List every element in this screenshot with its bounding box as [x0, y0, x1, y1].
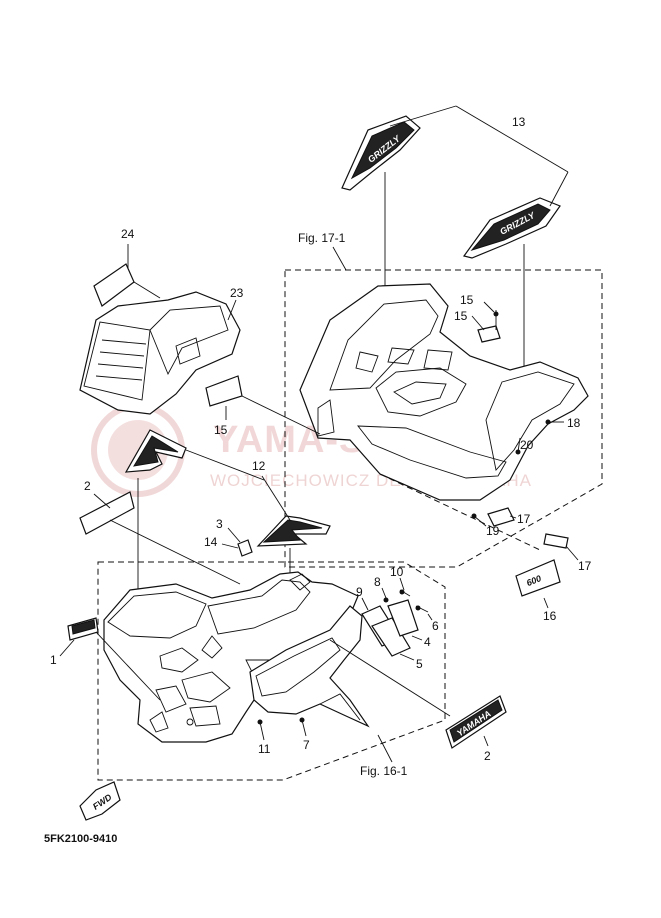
- decal-15-rear: 600: [515, 559, 561, 597]
- leader-1-to-fender: [95, 631, 161, 701]
- leader-2-right: [483, 735, 489, 747]
- callout-21: 19: [486, 524, 500, 538]
- callout-1: 1: [50, 653, 57, 667]
- callout-14: 13: [512, 115, 526, 129]
- callout-24: 24: [121, 227, 135, 241]
- callout-12: 12: [252, 459, 266, 473]
- callout-23: 23: [230, 286, 244, 300]
- decal-14-left: GRIZZLY: [341, 115, 421, 191]
- decal-2-left: [79, 491, 135, 535]
- callout-5: 5: [416, 657, 423, 671]
- fig-17-1-leader: [332, 246, 347, 271]
- front-fender: [103, 571, 359, 743]
- leader-chevron-to-12: [185, 449, 265, 481]
- leader-14-c: [549, 171, 569, 207]
- rear-fender: [299, 283, 589, 501]
- callout-22: 20: [520, 438, 534, 452]
- leader-2-to-fender: [109, 519, 241, 585]
- callout-16: 15: [454, 309, 468, 323]
- callout-9: 9: [356, 585, 363, 599]
- decal-14-right: GRIZZLY: [462, 197, 561, 259]
- callout-3: 3: [216, 517, 223, 531]
- decal-2-right-yamaha: YAMAHA: [445, 695, 507, 749]
- callout-18: 18: [567, 416, 581, 430]
- decal-15-left: [205, 375, 243, 407]
- decal-16: [477, 325, 501, 343]
- leader-7: [301, 719, 307, 737]
- callout-2-right: 2: [484, 749, 491, 763]
- leader-19: [565, 545, 579, 561]
- leader-6: [427, 613, 433, 621]
- decal-19: [543, 533, 569, 549]
- bolt-10-head: [399, 589, 405, 595]
- leader-3: [227, 527, 241, 543]
- leader-5: [399, 653, 415, 661]
- front-panel-23: [79, 291, 241, 415]
- fig-17-1-group-box: [284, 269, 603, 568]
- leader-8: [381, 587, 387, 599]
- plate-5: [371, 617, 411, 657]
- leader-23: [227, 299, 237, 321]
- decal-20: [487, 507, 515, 527]
- leader-9: [361, 597, 369, 611]
- leader-11: [259, 721, 265, 741]
- fig-16-1-leader: [377, 734, 393, 763]
- decal-12: [256, 515, 331, 547]
- callout-20: 17: [517, 512, 531, 526]
- callout-2-left: 2: [84, 479, 91, 493]
- rear-small-parts: [471, 301, 501, 343]
- leader-2-left: [93, 493, 111, 509]
- leader-24-to-panel: [133, 281, 161, 299]
- callout-13: 14: [204, 535, 218, 549]
- decal-24: [93, 263, 135, 307]
- callout-17: 15: [460, 293, 474, 307]
- fig-16-1-label: Fig. 16-1: [360, 764, 408, 778]
- leader-14-b: [455, 105, 569, 173]
- leader-13: [221, 543, 239, 549]
- callout-7: 7: [303, 738, 310, 752]
- callout-15-left: 15: [214, 423, 228, 437]
- leader-10: [399, 577, 405, 591]
- leader-2-right-to-fender: [329, 639, 451, 717]
- fig-17-1-label: Fig. 17-1: [298, 231, 346, 245]
- callout-15-rear: 16: [543, 609, 557, 623]
- leader-14-a: [389, 105, 457, 127]
- front-small-parts: [361, 589, 429, 657]
- callout-8: 8: [374, 575, 381, 589]
- leader-12: [261, 475, 291, 521]
- bolt-8: [383, 597, 389, 603]
- bolt-17-head: [493, 311, 499, 317]
- plate-4: [387, 599, 419, 637]
- leader-17: [483, 301, 495, 313]
- leader-22: [517, 437, 521, 453]
- decal-1-inner: [71, 619, 96, 635]
- leader-16: [471, 315, 485, 331]
- callout-6: 6: [432, 619, 439, 633]
- leader-20: [509, 515, 517, 519]
- callout-4: 4: [424, 635, 431, 649]
- leader-15-left-to-fender: [241, 395, 321, 435]
- part-code: 5FK2100-9410: [44, 833, 117, 845]
- decal-3: [237, 539, 253, 557]
- bolt-6-head: [415, 605, 421, 611]
- leader-4: [411, 635, 423, 641]
- leader-15-rear: [543, 597, 549, 609]
- front-chevron-decal: [124, 429, 187, 473]
- front-inner-panel: [249, 605, 370, 728]
- decal-fwd: FWD: [79, 781, 121, 821]
- leader-1: [59, 639, 75, 657]
- callout-11: 11: [258, 742, 271, 756]
- callout-10: 10: [390, 565, 404, 579]
- callout-19: 17: [578, 559, 592, 573]
- fig-16-1-group-box: [97, 561, 446, 781]
